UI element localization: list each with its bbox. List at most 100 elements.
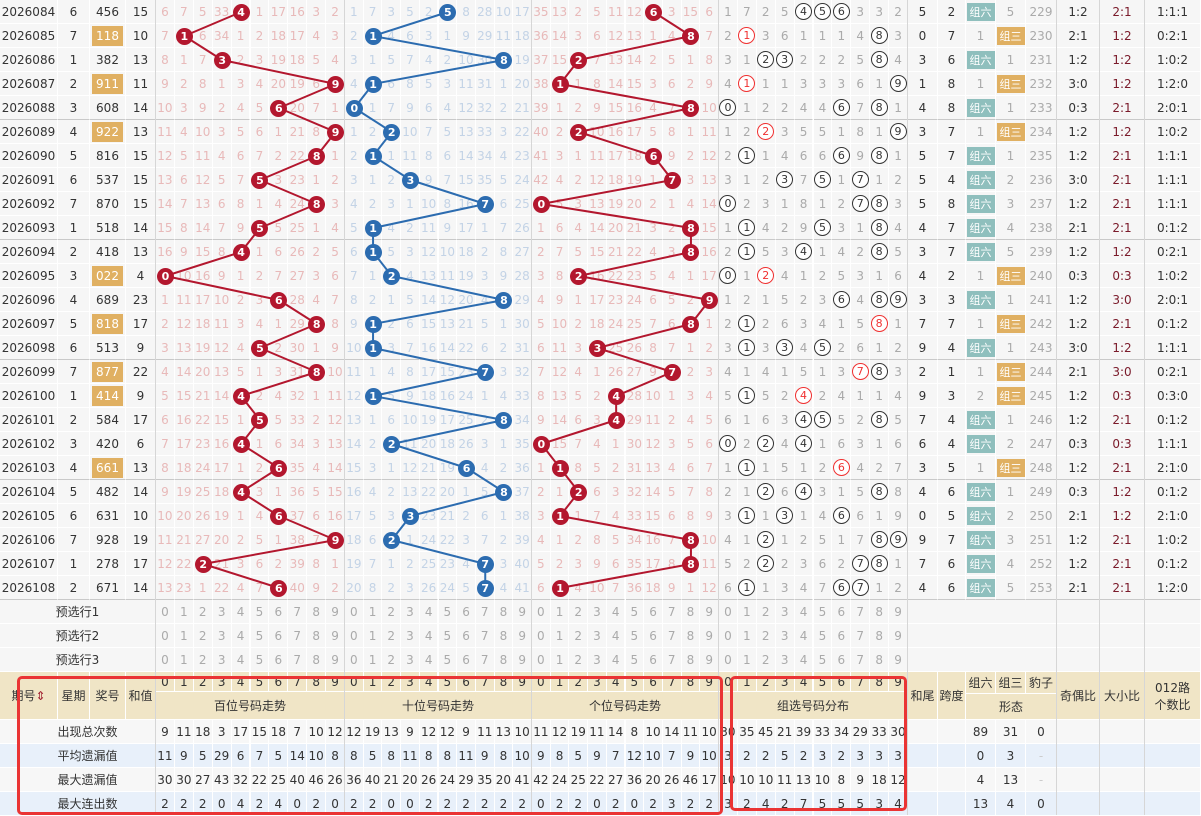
preselect-digit[interactable]: 0 [719, 648, 738, 672]
preselect-digit[interactable]: 9 [889, 600, 908, 624]
preselect-digit[interactable]: 9 [513, 624, 532, 648]
preselect-digit[interactable]: 6 [457, 648, 476, 672]
preselect-digit[interactable]: 8 [307, 648, 327, 672]
preselect-digit[interactable]: 4 [794, 624, 814, 648]
preselect-digit[interactable]: 2 [756, 648, 776, 672]
preselect-digit[interactable]: 9 [889, 624, 908, 648]
preselect-digit[interactable]: 6 [832, 600, 852, 624]
preselect-digit[interactable]: 1 [363, 648, 383, 672]
preselect-digit[interactable]: 6 [644, 600, 663, 624]
preselect-digit[interactable]: 4 [419, 648, 439, 672]
preselect-digit[interactable]: 3 [401, 648, 420, 672]
preselect-digit[interactable]: 1 [737, 600, 757, 624]
preselect-digit[interactable]: 0 [532, 624, 551, 648]
preselect-digit[interactable]: 1 [550, 648, 570, 672]
preselect-digit[interactable]: 1 [737, 648, 757, 672]
preselect-digit[interactable]: 0 [156, 648, 175, 672]
preselect-digit[interactable]: 2 [756, 624, 776, 648]
preselect-digit[interactable]: 3 [588, 600, 607, 624]
preselect-digit[interactable]: 2 [193, 624, 213, 648]
preselect-digit[interactable]: 9 [700, 624, 719, 648]
preselect-digit[interactable]: 2 [756, 600, 776, 624]
preselect-digit[interactable]: 8 [307, 624, 327, 648]
preselect-digit[interactable]: 6 [269, 624, 289, 648]
preselect-digit[interactable]: 6 [644, 624, 663, 648]
preselect-digit[interactable]: 6 [457, 600, 476, 624]
preselect-digit[interactable]: 5 [438, 624, 458, 648]
preselect-digit[interactable]: 8 [870, 624, 890, 648]
preselect-digit[interactable]: 4 [606, 648, 626, 672]
preselect-digit[interactable]: 4 [231, 648, 251, 672]
preselect-digit[interactable]: 5 [250, 600, 270, 624]
preselect-digit[interactable]: 8 [681, 600, 701, 624]
preselect-digit[interactable]: 4 [231, 624, 251, 648]
preselect-digit[interactable]: 3 [401, 624, 420, 648]
sort-icon[interactable]: ⇕ [35, 688, 46, 703]
preselect-digit[interactable]: 5 [813, 624, 833, 648]
preselect-digit[interactable]: 9 [889, 648, 908, 672]
preselect-digit[interactable]: 7 [475, 648, 495, 672]
preselect-digit[interactable]: 9 [326, 648, 345, 672]
preselect-digit[interactable]: 8 [307, 600, 327, 624]
preselect-digit[interactable]: 5 [625, 624, 645, 648]
preselect-digit[interactable]: 4 [419, 600, 439, 624]
preselect-digit[interactable]: 3 [212, 624, 232, 648]
preselect-digit[interactable]: 9 [326, 624, 345, 648]
preselect-digit[interactable]: 7 [851, 624, 871, 648]
preselect-digit[interactable]: 1 [737, 624, 757, 648]
preselect-digit[interactable]: 0 [156, 600, 175, 624]
preselect-digit[interactable]: 7 [851, 600, 871, 624]
preselect-digit[interactable]: 7 [475, 624, 495, 648]
preselect-digit[interactable]: 1 [174, 600, 194, 624]
preselect-digit[interactable]: 6 [832, 624, 852, 648]
preselect-digit[interactable]: 1 [550, 600, 570, 624]
preselect-digit[interactable]: 5 [250, 648, 270, 672]
preselect-digit[interactable]: 2 [382, 600, 402, 624]
preselect-digit[interactable]: 4 [231, 600, 251, 624]
preselect-digit[interactable]: 7 [288, 648, 308, 672]
preselect-digit[interactable]: 6 [269, 648, 289, 672]
preselect-digit[interactable]: 0 [719, 624, 738, 648]
preselect-digit[interactable]: 5 [625, 600, 645, 624]
preselect-digit[interactable]: 0 [532, 600, 551, 624]
preselect-digit[interactable]: 8 [494, 600, 514, 624]
preselect-digit[interactable]: 0 [345, 648, 364, 672]
preselect-digit[interactable]: 3 [775, 624, 795, 648]
preselect-digit[interactable]: 6 [644, 648, 663, 672]
preselect-digit[interactable]: 7 [288, 624, 308, 648]
preselect-digit[interactable]: 5 [438, 648, 458, 672]
preselect-digit[interactable]: 0 [345, 624, 364, 648]
preselect-digit[interactable]: 5 [813, 648, 833, 672]
preselect-digit[interactable]: 9 [700, 600, 719, 624]
preselect-digit[interactable]: 0 [156, 624, 175, 648]
preselect-digit[interactable]: 6 [457, 624, 476, 648]
preselect-digit[interactable]: 6 [269, 600, 289, 624]
preselect-digit[interactable]: 2 [193, 600, 213, 624]
preselect-digit[interactable]: 3 [588, 624, 607, 648]
preselect-digit[interactable]: 7 [662, 600, 682, 624]
preselect-digit[interactable]: 3 [212, 600, 232, 624]
preselect-digit[interactable]: 1 [363, 600, 383, 624]
preselect-digit[interactable]: 4 [419, 624, 439, 648]
preselect-digit[interactable]: 8 [681, 648, 701, 672]
preselect-digit[interactable]: 8 [681, 624, 701, 648]
preselect-digit[interactable]: 3 [401, 600, 420, 624]
preselect-digit[interactable]: 2 [569, 600, 589, 624]
preselect-digit[interactable]: 2 [382, 624, 402, 648]
preselect-digit[interactable]: 5 [250, 624, 270, 648]
preselect-digit[interactable]: 7 [662, 648, 682, 672]
preselect-digit[interactable]: 2 [569, 648, 589, 672]
preselect-digit[interactable]: 3 [588, 648, 607, 672]
preselect-digit[interactable]: 5 [813, 600, 833, 624]
preselect-digit[interactable]: 4 [794, 648, 814, 672]
preselect-digit[interactable]: 2 [569, 624, 589, 648]
preselect-digit[interactable]: 2 [382, 648, 402, 672]
preselect-digit[interactable]: 3 [775, 648, 795, 672]
preselect-digit[interactable]: 0 [532, 648, 551, 672]
preselect-digit[interactable]: 6 [832, 648, 852, 672]
preselect-digit[interactable]: 1 [550, 624, 570, 648]
preselect-digit[interactable]: 5 [438, 600, 458, 624]
preselect-digit[interactable]: 8 [494, 624, 514, 648]
preselect-digit[interactable]: 7 [662, 624, 682, 648]
preselect-digit[interactable]: 4 [794, 600, 814, 624]
